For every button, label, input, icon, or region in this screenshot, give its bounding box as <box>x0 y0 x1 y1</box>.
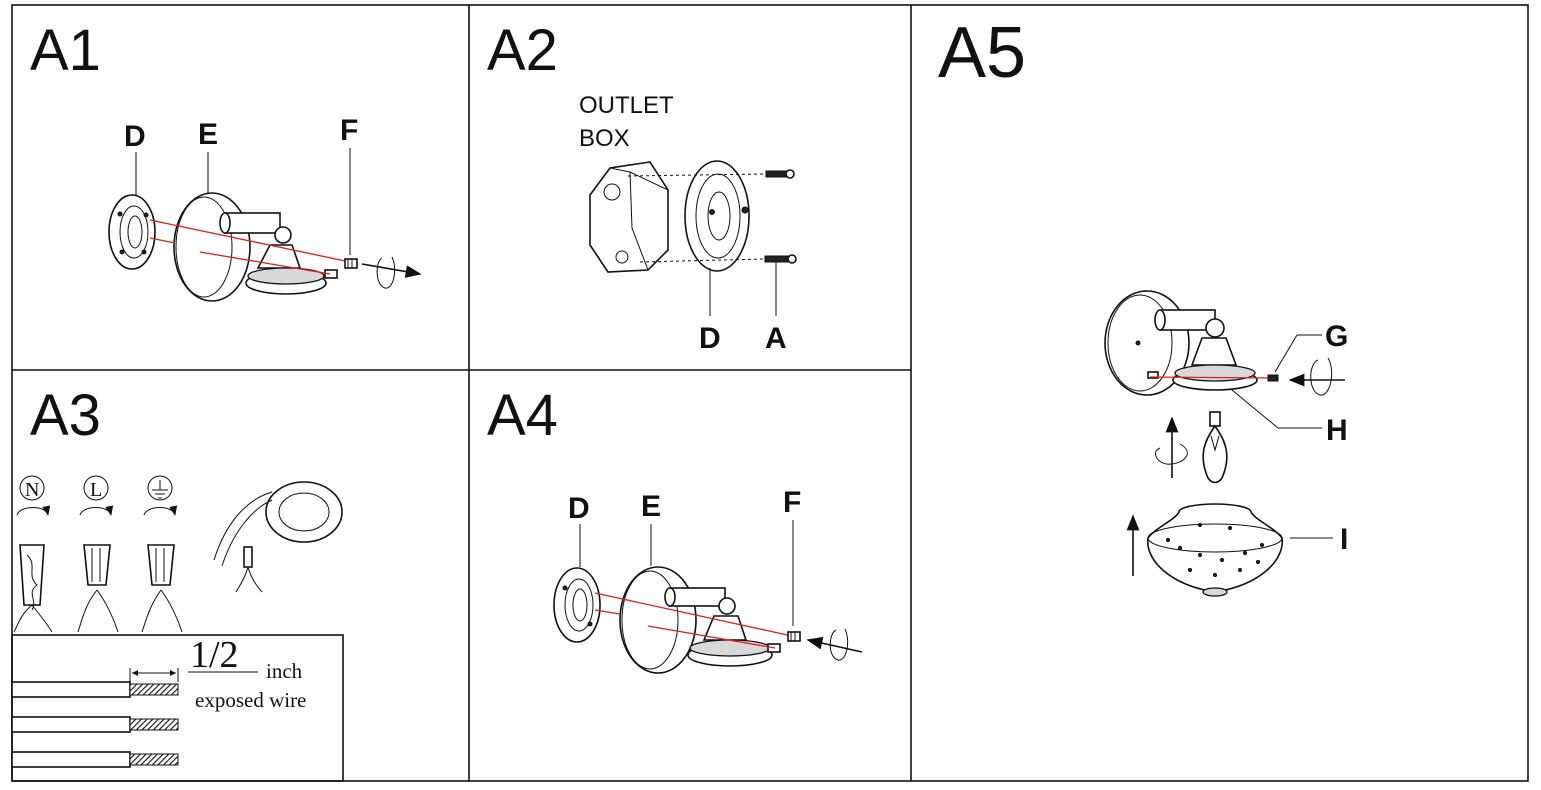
panel-a2-title: A2 <box>487 18 558 83</box>
label-f: F <box>340 114 358 147</box>
backplate-e <box>619 566 781 674</box>
mounting-plate-d <box>684 160 750 272</box>
panel-a5-title: A5 <box>938 13 1026 93</box>
mounting-plate-d <box>553 567 601 643</box>
wire-connector-ground <box>141 475 183 633</box>
bulb <box>1202 411 1228 484</box>
wire-nut-icon <box>147 544 175 586</box>
rotate-arrow-icon <box>829 628 849 661</box>
glass-shade-i <box>1147 503 1283 597</box>
label-i: I <box>1340 523 1348 556</box>
neutral-symbol: N <box>25 479 39 501</box>
panel-a4: A4 D E F <box>487 383 863 674</box>
wire-connector-live: L <box>77 475 119 633</box>
rotate-arrow-icon <box>376 256 396 289</box>
label-h: H <box>1326 414 1348 447</box>
rotate-arrow-icon <box>79 505 114 516</box>
screw-g <box>1267 374 1279 382</box>
rotate-arrow-icon <box>1310 357 1333 396</box>
panel-a1: A1 D E F <box>30 18 422 302</box>
label-d: D <box>568 492 590 525</box>
label-d: D <box>699 322 721 355</box>
mounting-plate-d <box>108 194 156 270</box>
measure-note: exposed wire <box>195 688 306 712</box>
direction-arrow-icon <box>806 636 863 653</box>
outlet-box <box>589 161 669 273</box>
label-a: A <box>765 322 787 355</box>
label-f: F <box>783 486 801 519</box>
measure-unit: inch <box>266 659 303 683</box>
panel-a3-title: A3 <box>30 383 101 448</box>
rotate-arrow-icon <box>143 505 178 516</box>
panel-a2: A2 OUTLET BOX D A <box>487 18 797 355</box>
screw-a <box>764 169 797 264</box>
outlet-box-label-line1: OUTLET <box>579 92 674 119</box>
wire-strip-guide: 1/2 inch exposed wire <box>11 634 344 782</box>
panel-grid <box>11 4 1529 782</box>
panel-a5: A5 G H <box>938 13 1348 597</box>
tape-roll-icon <box>213 481 343 593</box>
ground-symbol-icon <box>147 475 173 501</box>
panel-a4-title: A4 <box>487 383 558 448</box>
fixture-assembly <box>1104 290 1258 396</box>
panel-a1-title: A1 <box>30 18 101 83</box>
nut-f <box>787 631 801 642</box>
outlet-box-label-line2: BOX <box>579 125 630 152</box>
direction-arrow-icon <box>361 263 422 278</box>
nut-f <box>344 258 358 269</box>
label-d: D <box>124 120 146 153</box>
rotate-arrow-icon <box>16 505 51 516</box>
label-e: E <box>198 118 218 151</box>
panel-a3: A3 N L <box>11 383 344 782</box>
live-symbol: L <box>90 479 102 501</box>
rotate-arrow-icon <box>1155 443 1188 465</box>
label-g: G <box>1325 320 1348 353</box>
wire-nut-icon <box>83 544 111 586</box>
measure-value: 1/2 <box>190 634 239 676</box>
wire-connector-neutral: N <box>13 475 53 633</box>
backplate-e <box>173 192 338 302</box>
label-e: E <box>641 490 661 523</box>
